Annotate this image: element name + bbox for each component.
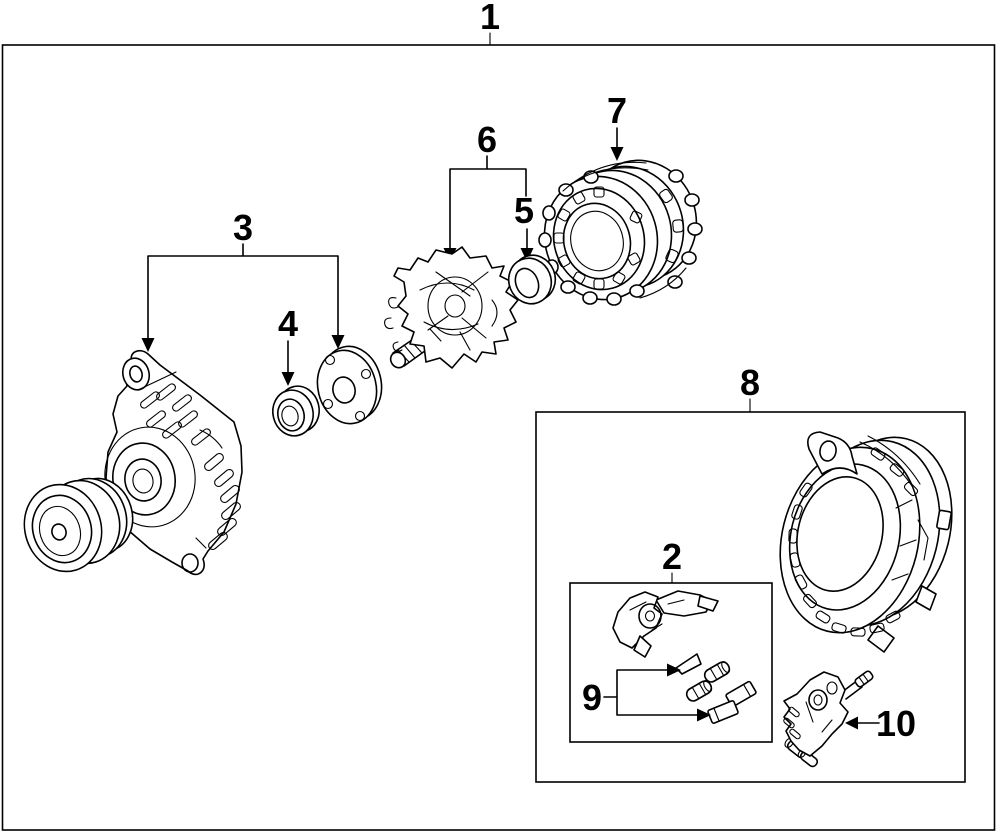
callout-10-leader [845,716,880,730]
rear-cover-drawing [779,431,953,653]
callout-9[interactable]: 9 [582,677,602,718]
callout-3[interactable]: 3 [233,207,253,248]
rear-bearing-drawing [507,254,557,305]
callout-2[interactable]: 2 [662,536,682,577]
callout-6[interactable]: 6 [477,119,497,160]
brush-and-spring-set-drawing [675,653,757,724]
callout-4-leader [281,340,295,386]
callout-1[interactable]: 1 [480,0,500,37]
callout-7[interactable]: 7 [607,90,627,131]
drive-end-housing-drawing [104,350,243,576]
brush-holder-assembly-drawing [612,590,719,658]
rear-cover-group-box [535,411,966,783]
callout-5[interactable]: 5 [514,190,534,231]
front-bearing-drawing [272,385,320,437]
callout-7-leader [610,127,624,161]
stator-drawing [538,159,703,306]
bearing-retainer-plate-drawing [316,345,383,425]
callout-8[interactable]: 8 [740,362,760,403]
pulley-drawing [23,477,134,573]
callout-5-leader [520,228,534,262]
callout-4[interactable]: 4 [278,303,298,344]
voltage-regulator-drawing [783,670,874,768]
callout-3-leader [141,243,345,352]
callout-10[interactable]: 10 [876,703,916,744]
brush-holder-kit-box [569,582,773,743]
rotor-drawing [384,246,519,369]
callout-9-leader [603,663,711,722]
assembly-outline-box [1,44,996,831]
